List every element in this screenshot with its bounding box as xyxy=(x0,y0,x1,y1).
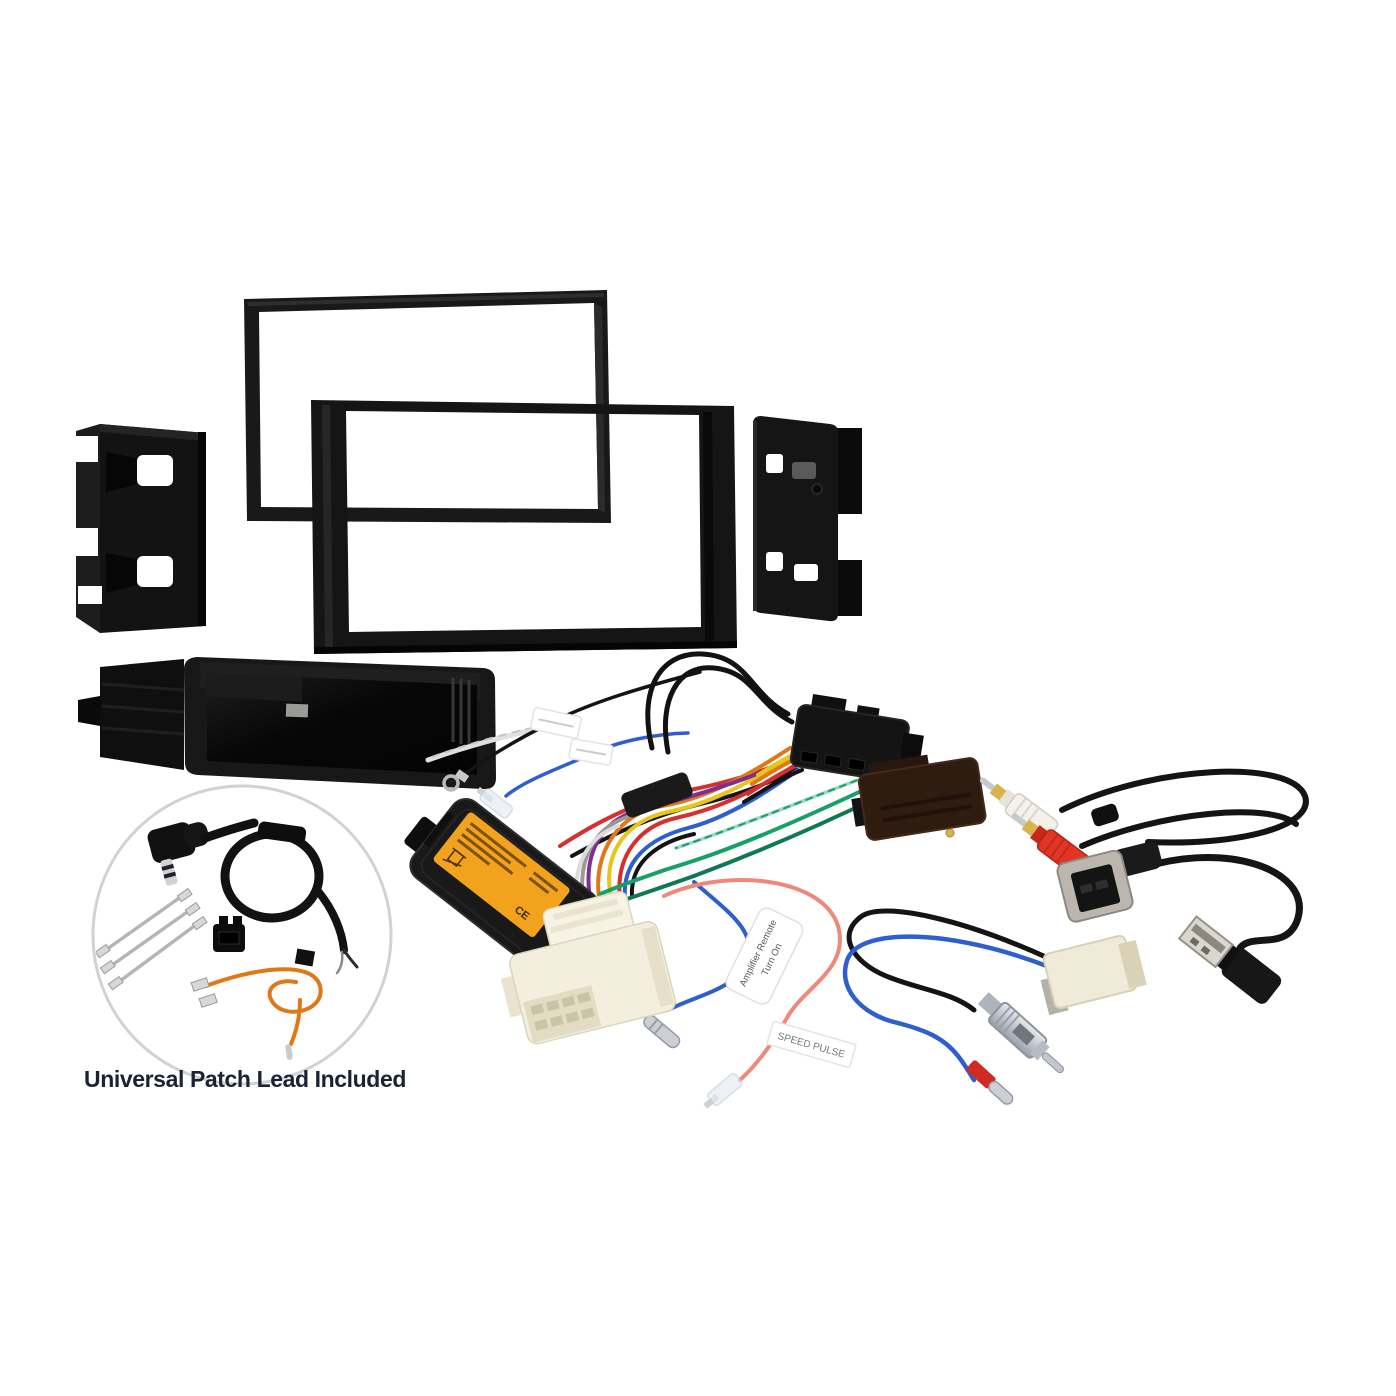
vehicle-harness-connector xyxy=(500,891,677,1045)
bracket-slot xyxy=(792,462,816,479)
flange-notch xyxy=(78,586,102,604)
patch-wire-terminals xyxy=(95,887,208,991)
mounting-bracket-left xyxy=(74,424,206,633)
pocket-tab xyxy=(285,703,309,718)
antenna-vehicle-connector xyxy=(1040,934,1147,1016)
silver-patch-wires xyxy=(101,894,199,986)
weee-bin-icon xyxy=(442,847,467,868)
bullet-terminal xyxy=(643,1014,681,1049)
aux-jack-plug xyxy=(147,822,209,886)
flange-notch xyxy=(74,436,98,462)
spade-terminal-sleeved xyxy=(703,1072,743,1109)
interface-label xyxy=(433,812,570,937)
bracket-slot xyxy=(766,552,783,571)
universal-patch-lead-set xyxy=(91,784,393,1086)
crimped-bullet-terminal xyxy=(966,1060,1014,1105)
din-antenna-plug xyxy=(977,992,1064,1074)
iso-connector-brown xyxy=(851,754,987,841)
antenna-adapter-lead xyxy=(842,908,1147,1105)
speed-pulse-label: SPEED PULSE xyxy=(766,1020,857,1069)
orange-patch-wire xyxy=(190,948,323,1060)
bracket-slot xyxy=(794,564,818,581)
keyhole-slot xyxy=(137,556,173,587)
gold-pin-tip xyxy=(945,828,955,838)
spade-terminal-sleeved xyxy=(476,786,514,819)
amp-remote-label: Amplifier Remote Turn On xyxy=(725,907,804,1005)
usb-a-plug xyxy=(1177,915,1282,1004)
rca-y-lead xyxy=(979,768,1309,878)
main-wiring-harness: Amplifier Remote Turn On SPEED PULSE xyxy=(404,651,987,1109)
double-din-frame-front xyxy=(311,400,737,654)
coiled-black-lead xyxy=(220,821,359,975)
usb-retention-lead xyxy=(1056,841,1303,1004)
screw-dimple xyxy=(811,483,823,495)
y-moulding xyxy=(1091,803,1119,827)
keyhole-slot xyxy=(137,455,173,486)
single-din-pocket xyxy=(78,657,496,790)
ring-terminal xyxy=(442,774,460,792)
mini-connector-block xyxy=(213,916,245,952)
caption-text: Universal Patch Lead Included xyxy=(84,1066,407,1092)
flange-notch xyxy=(74,528,98,556)
mounting-bracket-right xyxy=(753,416,862,622)
usb-retention-socket xyxy=(1056,841,1162,923)
bracket-slot xyxy=(766,454,783,473)
tape-wrap xyxy=(621,772,693,818)
